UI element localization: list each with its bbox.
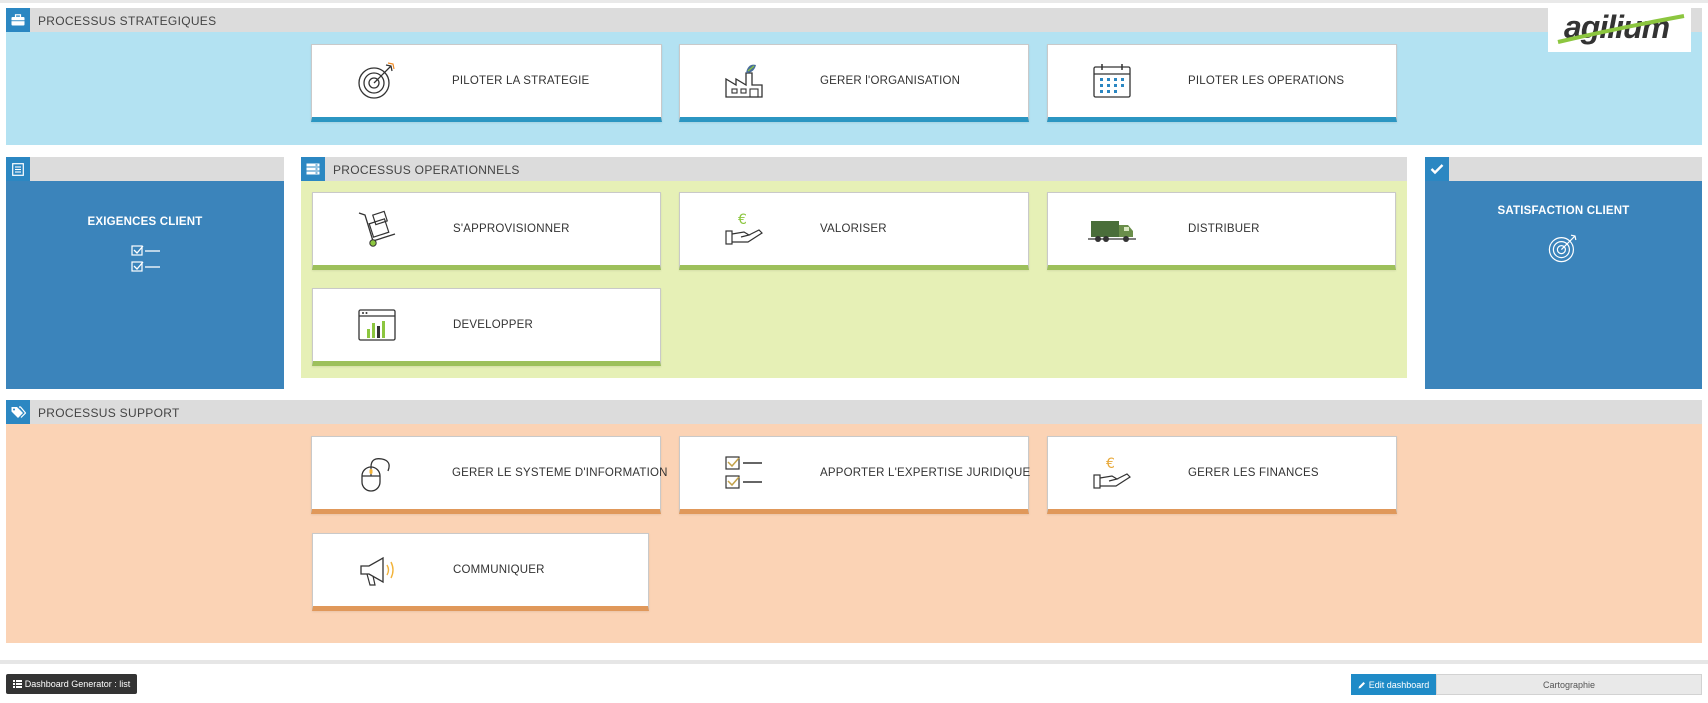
card-s-approvisionner[interactable]: S'APPROVISIONNER: [312, 192, 661, 270]
card-gerer-les-finances[interactable]: € GERER LES FINANCES: [1047, 436, 1397, 514]
card-apporter-expertise-juridique[interactable]: APPORTER L'EXPERTISE JURIDIQUE: [679, 436, 1031, 514]
calendar-icon: [1093, 64, 1131, 98]
card-label: S'APPROVISIONNER: [453, 223, 570, 235]
card-developper[interactable]: DEVELOPPER: [312, 288, 661, 366]
svg-text:€: €: [738, 212, 747, 228]
checklist-icon: [725, 456, 762, 489]
agilium-logo: agilium: [1548, 4, 1691, 52]
dashboard-generator-label: Dashboard Generator : list: [24, 679, 131, 689]
cartographie-label: Cartographie: [1542, 679, 1596, 690]
briefcase-icon: [6, 8, 30, 32]
list-icon: [6, 157, 30, 181]
client-requirements-header: [6, 157, 284, 181]
card-label: PILOTER LA STRATEGIE: [452, 75, 590, 87]
edit-dashboard-button[interactable]: Edit dashboard: [1351, 674, 1436, 695]
target-icon: [358, 62, 395, 99]
card-gerer-organisation[interactable]: GERER l'ORGANISATION: [679, 44, 1029, 122]
footer-divider: [0, 660, 1708, 664]
top-border: [0, 0, 1708, 3]
truck-icon: [1088, 221, 1136, 242]
card-label: GERER LES FINANCES: [1188, 467, 1319, 479]
card-gerer-systeme-information[interactable]: GERER LE SYSTEME D'INFORMATION: [311, 436, 667, 514]
card-label: VALORISER: [820, 223, 887, 235]
card-piloter-les-operations[interactable]: PILOTER LES OPERATIONS: [1047, 44, 1397, 122]
support-title: PROCESSUS SUPPORT: [38, 406, 180, 420]
support-header: PROCESSUS SUPPORT: [6, 400, 1702, 424]
euro-hand-icon: €: [725, 212, 763, 245]
hand-truck-icon: [358, 210, 396, 247]
euro-hand-icon: €: [1093, 456, 1131, 489]
edit-dashboard-label: Edit dashboard: [1368, 679, 1430, 690]
client-requirements-label: EXIGENCES CLIENT: [87, 216, 203, 228]
client-satisfaction-header: [1425, 157, 1702, 181]
card-piloter-la-strategie[interactable]: PILOTER LA STRATEGIE: [311, 44, 662, 122]
list-icon: [12, 680, 22, 688]
strategic-title: PROCESSUS STRATEGIQUES: [38, 14, 217, 28]
dashboard-generator-button[interactable]: Dashboard Generator : list: [6, 674, 137, 694]
client-requirements-panel[interactable]: [6, 157, 284, 389]
check-icon: [1425, 157, 1449, 181]
svg-text:agilium: agilium: [1564, 9, 1670, 45]
chart-window-icon: [358, 309, 396, 341]
client-satisfaction-label: SATISFACTION CLIENT: [1497, 205, 1630, 217]
target-icon: [1548, 234, 1577, 263]
server-icon: [301, 157, 325, 181]
tab-cartographie[interactable]: Cartographie: [1436, 674, 1702, 695]
operational-title: PROCESSUS OPERATIONNELS: [333, 163, 520, 177]
card-valoriser[interactable]: € VALORISER: [679, 192, 1029, 270]
operational-header: PROCESSUS OPERATIONNELS: [301, 157, 1407, 181]
card-label: COMMUNIQUER: [453, 564, 545, 576]
card-label: APPORTER L'EXPERTISE JURIDIQUE: [820, 467, 1031, 479]
client-satisfaction-panel[interactable]: [1425, 157, 1702, 389]
factory-icon: [725, 64, 763, 98]
card-distribuer[interactable]: DISTRIBUER: [1047, 192, 1396, 270]
mouse-icon: [361, 458, 390, 492]
card-communiquer[interactable]: COMMUNIQUER: [312, 533, 649, 611]
card-label: DISTRIBUER: [1188, 223, 1260, 235]
card-label: GERER LE SYSTEME D'INFORMATION: [452, 467, 668, 479]
svg-text:€: €: [1106, 456, 1115, 472]
card-label: DEVELOPPER: [453, 319, 533, 331]
tags-icon: [6, 400, 30, 424]
pencil-icon: [1358, 681, 1365, 688]
card-label: PILOTER LES OPERATIONS: [1188, 75, 1345, 87]
card-label: GERER l'ORGANISATION: [820, 75, 961, 87]
strategic-header: PROCESSUS STRATEGIQUES: [6, 8, 1702, 32]
checklist-icon: [131, 245, 160, 272]
megaphone-icon: [360, 556, 394, 586]
